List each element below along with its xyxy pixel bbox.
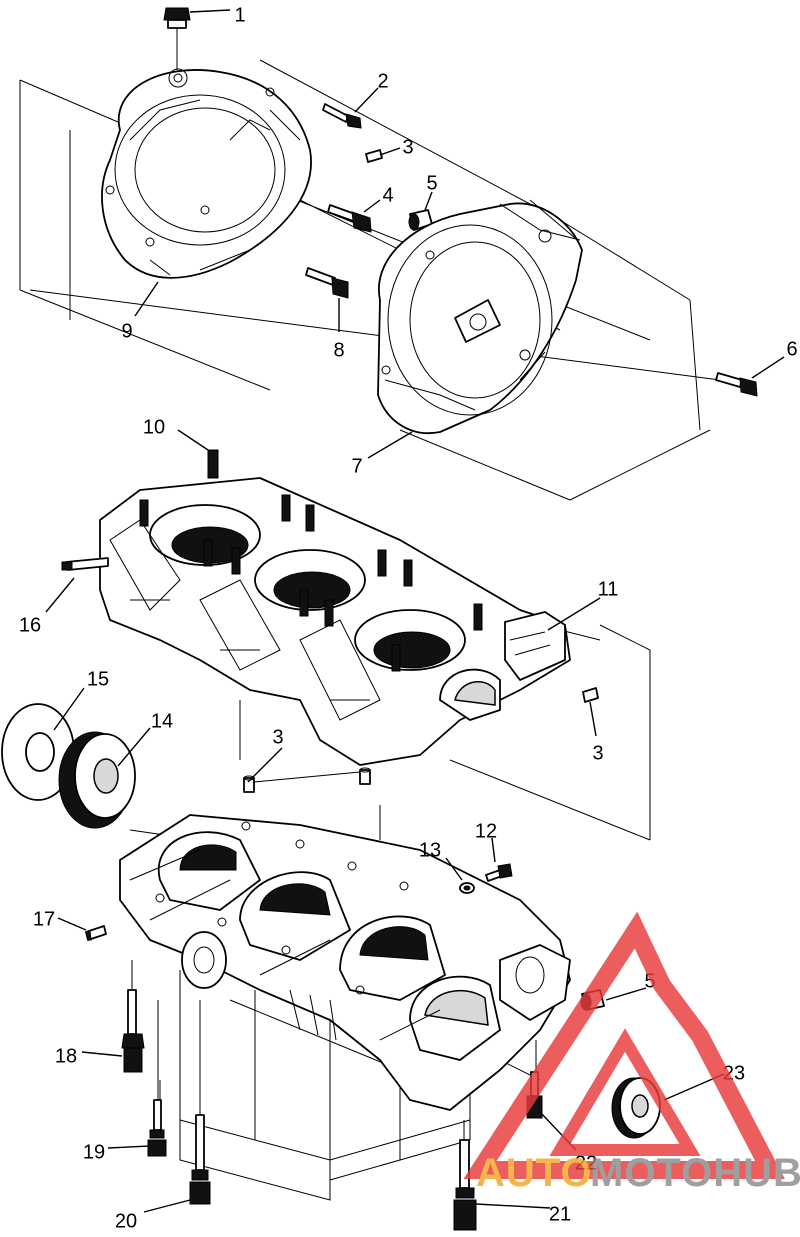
leader-line-c19 xyxy=(107,1145,151,1149)
part-12-bolt xyxy=(485,863,513,882)
callout-c11: 11 xyxy=(598,578,619,600)
leader-line-c3c xyxy=(589,701,597,737)
upper-covers-group xyxy=(19,7,758,501)
callout-c12: 12 xyxy=(475,820,497,842)
part-11-upper-crankcase xyxy=(99,449,571,766)
callout-c7: 7 xyxy=(351,455,362,477)
callout-c6: 6 xyxy=(786,338,797,360)
leader-line-c20 xyxy=(143,1199,191,1213)
part-13-washer xyxy=(459,882,475,894)
leader-line-c3b xyxy=(247,747,283,783)
callout-c17: 17 xyxy=(33,908,55,930)
leader-line-c5b xyxy=(605,987,647,1001)
part-6-bolt xyxy=(715,372,758,397)
watermark-text-auto: AUTO xyxy=(476,1151,593,1195)
leader-line-c1 xyxy=(189,9,231,13)
lower-crankcase-group xyxy=(85,814,661,1231)
callout-c16: 16 xyxy=(19,614,41,636)
part-18-bolt xyxy=(121,989,145,1073)
callout-c14: 14 xyxy=(151,710,173,732)
automotohub-watermark: AUTO MOTOHUB xyxy=(463,911,800,1195)
callout-c15: 15 xyxy=(87,668,109,690)
callout-c10: 10 xyxy=(143,416,165,438)
callout-c5b: 5 xyxy=(644,970,655,992)
upper-crankcase-group xyxy=(61,449,651,841)
part-21-bolt xyxy=(453,1139,477,1231)
callout-c5a: 5 xyxy=(426,172,437,194)
leader-line-c21 xyxy=(475,1203,551,1209)
part-3-dowel-pin-upper xyxy=(365,149,383,163)
leader-line-c5a xyxy=(424,191,433,211)
leader-line-c9 xyxy=(134,281,159,317)
part-8-bolt xyxy=(305,267,349,299)
callout-c8: 8 xyxy=(333,339,344,361)
part-1-plug xyxy=(163,7,191,70)
leader-line-c6 xyxy=(751,356,785,379)
leader-line-c13 xyxy=(445,857,463,881)
leader-line-c2 xyxy=(354,87,379,113)
part-3-dowel-pin-center xyxy=(359,767,371,785)
part-19-bolt xyxy=(147,1099,167,1157)
callout-c9: 9 xyxy=(121,320,132,342)
part-3-dowel-pin-right xyxy=(582,687,599,703)
part-9-magneto-cover xyxy=(101,68,312,279)
callout-c13: 13 xyxy=(419,839,441,861)
part-7-pto-cover xyxy=(377,199,583,434)
part-20-bolt xyxy=(189,1114,211,1205)
leader-line-c4 xyxy=(363,199,381,213)
callout-c19: 19 xyxy=(83,1141,105,1163)
callout-c21: 21 xyxy=(549,1203,571,1225)
callout-c2: 2 xyxy=(377,70,388,92)
leader-line-c15 xyxy=(53,687,85,731)
callout-c1: 1 xyxy=(234,4,245,26)
leader-line-c12 xyxy=(491,837,496,863)
callout-c3c: 3 xyxy=(592,742,603,764)
leader-line-c3a xyxy=(379,147,401,156)
leader-line-c18 xyxy=(81,1051,123,1057)
leader-line-c14 xyxy=(117,727,151,767)
part-4-bolt xyxy=(327,204,372,233)
watermark-text-motohub: MOTOHUB xyxy=(590,1151,800,1195)
callout-c3a: 3 xyxy=(402,136,413,158)
part-17-pin xyxy=(85,925,107,941)
part-16-stud xyxy=(61,557,109,571)
part-3-dowel-pin-left xyxy=(243,775,255,793)
leader-line-c7 xyxy=(367,431,413,459)
callout-c3b: 3 xyxy=(272,726,283,748)
part-14-oil-seal xyxy=(58,731,136,829)
leader-line-c16 xyxy=(45,577,75,613)
callout-c4: 4 xyxy=(382,184,393,206)
leader-line-c11 xyxy=(547,597,601,631)
callout-c20: 20 xyxy=(115,1210,137,1232)
leader-line-c17 xyxy=(57,917,87,931)
callout-c18: 18 xyxy=(55,1045,77,1067)
leader-line-c10 xyxy=(177,429,209,451)
part-2-bolt xyxy=(322,103,362,129)
part-lower-crankcase xyxy=(119,814,571,1111)
